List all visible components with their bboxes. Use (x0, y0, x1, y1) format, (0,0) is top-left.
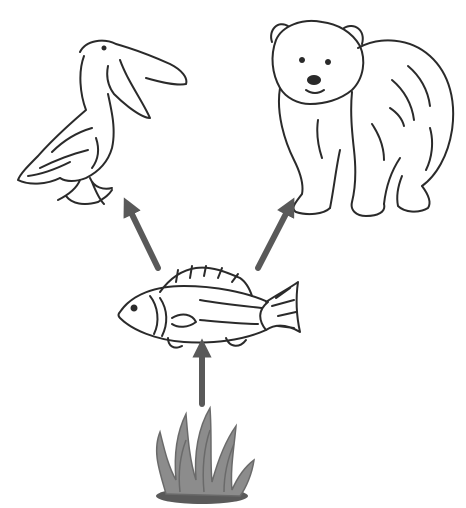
algae-icon (156, 408, 254, 504)
fish-icon (119, 266, 301, 348)
pelican-icon (18, 41, 186, 204)
arrow-fish-to-pelican (128, 206, 158, 268)
arrow-fish-to-bear (258, 206, 290, 268)
bear-icon (271, 21, 453, 216)
